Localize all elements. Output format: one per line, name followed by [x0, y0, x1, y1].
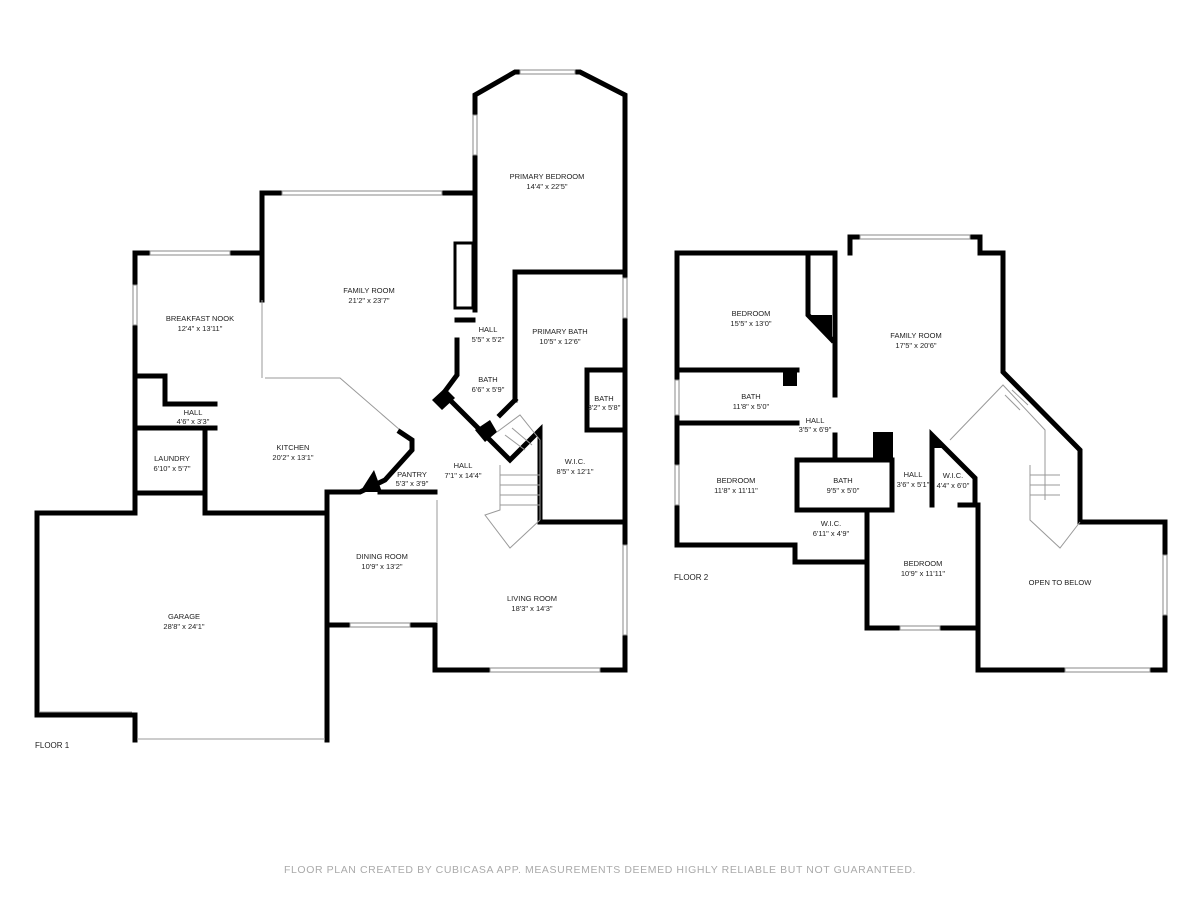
room-dims: 9'5" x 5'0" — [827, 486, 860, 495]
room-name: PANTRY — [397, 470, 427, 479]
room-dims: 20'2" x 13'1" — [272, 453, 313, 462]
room-name: GARAGE — [168, 612, 200, 621]
room-name: LAUNDRY — [154, 454, 190, 463]
room-dims: 10'5" x 12'6" — [539, 337, 580, 346]
room-dims: 3'6" x 5'1" — [897, 480, 930, 489]
room-dims: 21'2" x 23'7" — [348, 296, 389, 305]
room-dims: 3'2" x 5'8" — [588, 403, 621, 412]
room-dims: 14'4" x 22'5" — [526, 182, 567, 191]
room-name: W.I.C. — [565, 457, 585, 466]
room-dims: 5'3" x 3'9" — [396, 479, 429, 488]
floor2-walls — [674, 234, 1168, 673]
room-dims: 3'5" x 6'9" — [799, 425, 832, 434]
room-name: BREAKFAST NOOK — [166, 314, 234, 323]
room-name: BATH — [478, 375, 497, 384]
room-name: HALL — [454, 461, 473, 470]
room-name: BEDROOM — [732, 309, 771, 318]
room-name: PRIMARY BEDROOM — [510, 172, 585, 181]
room-name: BEDROOM — [904, 559, 943, 568]
room-name: DINING ROOM — [356, 552, 408, 561]
room-dims: 15'5" x 13'0" — [730, 319, 771, 328]
room-dims: 11'8" x 11'11" — [714, 486, 758, 495]
floor1-labels: PRIMARY BEDROOM 14'4" x 22'5" FAMILY ROO… — [35, 172, 621, 750]
room-name: FAMILY ROOM — [343, 286, 394, 295]
room-name: LIVING ROOM — [507, 594, 557, 603]
room-name: OPEN TO BELOW — [1029, 578, 1093, 587]
room-name: KITCHEN — [277, 443, 310, 452]
room-name: BATH — [741, 392, 760, 401]
room-dims: 6'11" x 4'9" — [813, 529, 850, 538]
room-name: BEDROOM — [717, 476, 756, 485]
room-name: PRIMARY BATH — [532, 327, 587, 336]
room-name: HALL — [806, 416, 825, 425]
room-name: BATH — [833, 476, 852, 485]
room-dims: 11'8" x 5'0" — [733, 402, 770, 411]
room-name: HALL — [904, 470, 923, 479]
room-dims: 10'9" x 13'2" — [361, 562, 402, 571]
room-dims: 7'1" x 14'4" — [445, 471, 482, 480]
room-dims: 18'3" x 14'3" — [511, 604, 552, 613]
room-dims: 28'8" x 24'1" — [163, 622, 204, 631]
room-name: HALL — [479, 325, 498, 334]
room-dims: 4'4" x 6'0" — [937, 481, 970, 490]
room-dims: 5'5" x 5'2" — [472, 335, 505, 344]
room-name: W.I.C. — [821, 519, 841, 528]
floor1-label: FLOOR 1 — [35, 741, 70, 750]
room-dims: 17'5" x 20'6" — [895, 341, 936, 350]
room-dims: 8'5" x 12'1" — [557, 467, 594, 476]
room-dims: 12'4" x 13'11" — [178, 324, 223, 333]
floor2-labels: BEDROOM 15'5" x 13'0" FAMILY ROOM 17'5" … — [674, 309, 1092, 587]
room-dims: 10'9" x 11'11" — [901, 569, 946, 578]
room-dims: 6'6" x 5'9" — [472, 385, 505, 394]
room-name: BATH — [594, 394, 613, 403]
room-dims: 6'10" x 5'7" — [154, 464, 191, 473]
room-name: FAMILY ROOM — [890, 331, 941, 340]
footer-disclaimer: FLOOR PLAN CREATED BY CUBICASA APP. MEAS… — [284, 864, 916, 876]
floor1-walls — [34, 69, 628, 743]
room-name: HALL — [184, 408, 203, 417]
room-name: W.I.C. — [943, 471, 963, 480]
floor2-label: FLOOR 2 — [674, 573, 709, 582]
room-dims: 4'6" x 3'3" — [177, 417, 210, 426]
